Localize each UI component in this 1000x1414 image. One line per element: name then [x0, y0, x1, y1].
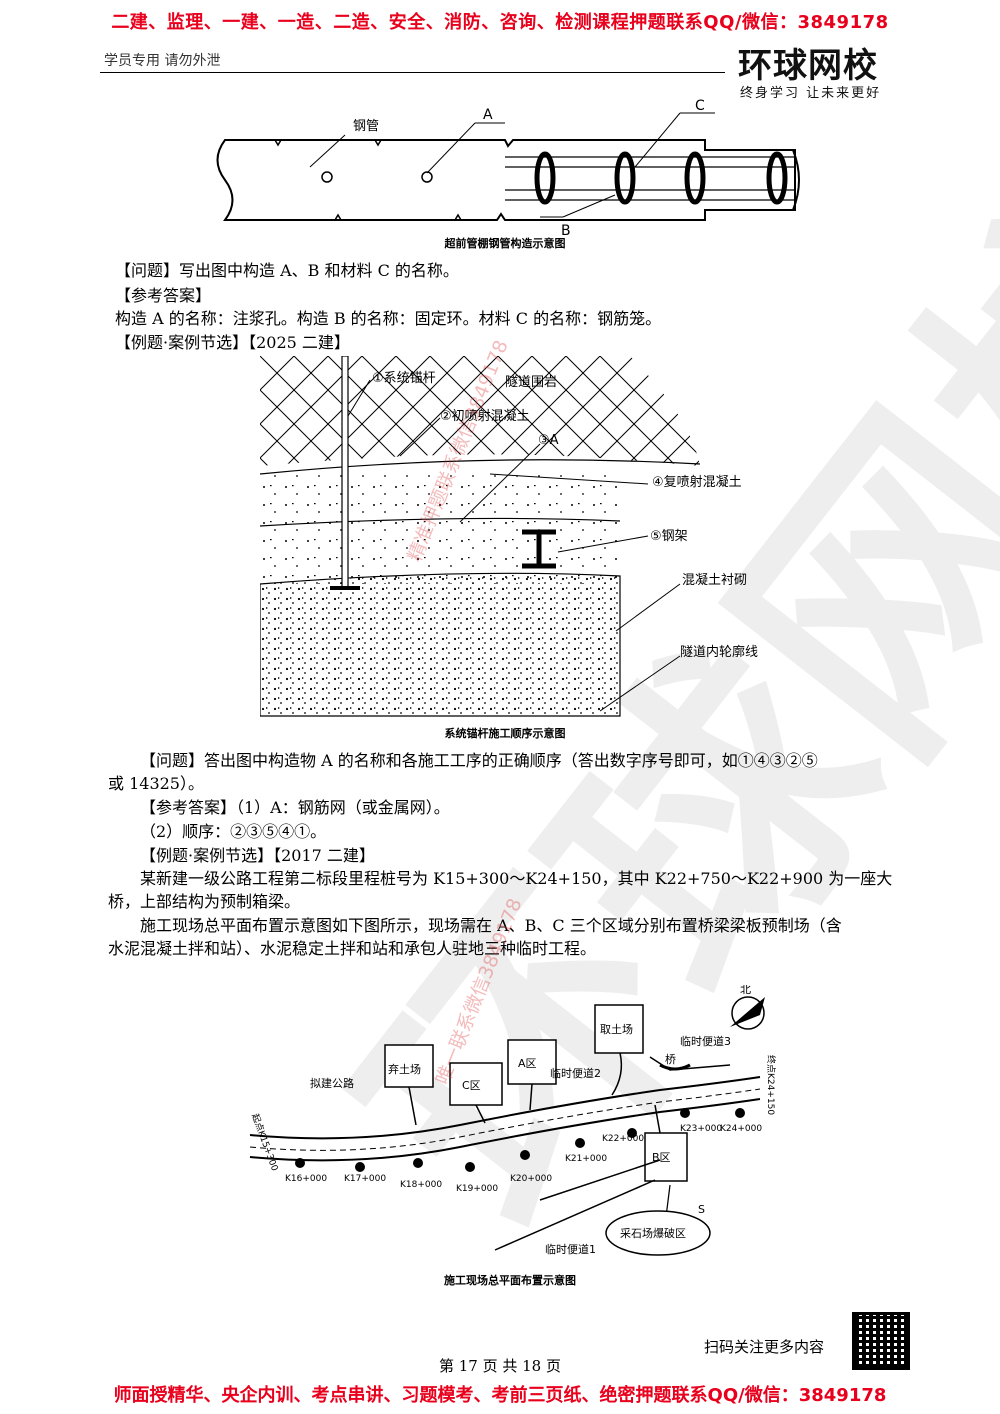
label-zone-c: C区	[462, 1079, 481, 1092]
label-surrounding-rock: 隧道围岩	[505, 374, 557, 390]
label-pipe: 钢管	[353, 119, 379, 134]
label-bridge: 桥	[665, 1053, 676, 1066]
header-note: 学员专用 请勿外泄	[104, 53, 221, 69]
page-number: 第 17 页 共 18 页	[438, 1357, 561, 1375]
label-s: S	[698, 1203, 705, 1216]
label-system-bolt: ①系统锚杆	[372, 371, 436, 386]
q2-question-line2: 或 14325）。	[108, 774, 204, 793]
q1-answer-head: 【参考答案】	[115, 286, 212, 305]
label-a-mesh: ③A	[538, 433, 559, 448]
case3-p1-line1: 某新建一级公路工程第二标段里程桩号为 K15+300～K24+150，其中 K2…	[140, 869, 893, 888]
pipe-structure-figure: 钢管 A C B	[216, 98, 800, 239]
label-a: A	[483, 107, 493, 123]
case3-p2-line1: 施工现场总平面布置示意图如下图所示，现场需在 A、B、C 三个区域分别布置桥梁梁…	[140, 916, 842, 935]
label-temp-road-2: 临时便道2	[550, 1066, 601, 1080]
label-north: 北	[740, 985, 751, 996]
label-zone-b: B区	[652, 1151, 671, 1164]
q2-answer-line1: 【参考答案】（1）A：钢筋网（或金属网）。	[140, 798, 450, 817]
qr-code[interactable]	[852, 1312, 910, 1370]
figure3-caption: 施工现场总平面布置示意图	[444, 1274, 576, 1287]
label-temp-road-3: 临时便道3	[680, 1034, 731, 1048]
example2-head: 【例题·案例节选】【2025 二建】	[115, 333, 350, 352]
label-concrete-lining: 混凝土衬砌	[682, 572, 747, 588]
label-c: C	[695, 98, 705, 114]
brand-slogan: 终身学习 让未来更好	[740, 86, 882, 101]
label-quarry-blasting: 采石场爆破区	[620, 1226, 686, 1240]
example3-head: 【例题·案例节选】【2017 二建】	[140, 846, 375, 865]
label-start-station: 起点K15+300	[249, 1112, 280, 1172]
label-initial-shotcrete: ②初喷射混凝土	[440, 408, 530, 424]
q1-answer: 构造 A 的名称：注浆孔。构造 B 的名称：固定环。材料 C 的名称：钢筋笼。	[115, 309, 662, 328]
label-b: B	[561, 223, 571, 239]
q2-answer-line2: （2）顺序：②③⑤④①。	[140, 822, 327, 841]
label-steel-frame: ⑤钢架	[650, 529, 688, 544]
rock-bolt-figure: ①系统锚杆 隧道围岩 ②初喷射混凝土 ③A ④复喷射混凝土 ⑤钢架 混凝土衬砌 …	[260, 356, 758, 717]
stake-label: K22+000	[602, 1134, 644, 1144]
brand-logo: 环球网校	[738, 46, 878, 86]
label-planned-road: 拟建公路	[310, 1076, 354, 1090]
stake-label: K19+000	[456, 1184, 498, 1194]
label-borrow-pit: 取土场	[600, 1022, 633, 1036]
label-temp-road-1: 临时便道1	[545, 1242, 596, 1256]
stake-label: K17+000	[344, 1174, 386, 1184]
label-zone-a: A区	[518, 1057, 537, 1070]
label-end-station: 终点K24+150	[765, 1055, 777, 1115]
qr-caption: 扫码关注更多内容	[704, 1338, 825, 1356]
q1-question: 【问题】写出图中构造 A、B 和材料 C 的名称。	[115, 261, 459, 280]
top-banner: 二建、监理、一建、一造、二造、安全、消防、咨询、检测课程押题联系QQ/微信：38…	[111, 12, 889, 33]
stake-label: K23+000	[680, 1124, 722, 1134]
stake-label: K16+000	[285, 1174, 327, 1184]
figure2-caption: 系统锚杆施工顺序示意图	[444, 727, 566, 740]
figure1-caption: 超前管棚钢管构造示意图	[444, 237, 566, 250]
label-inner-contour: 隧道内轮廓线	[680, 644, 758, 660]
stake-label: K20+000	[510, 1174, 552, 1184]
bottom-banner: 师面授精华、央企内训、考点串讲、习题模考、考前三页纸、绝密押题联系QQ/微信：3…	[113, 1385, 887, 1406]
header-divider	[100, 72, 725, 73]
case3-p1-line2: 桥，上部结构为预制箱梁。	[108, 892, 301, 911]
q2-question-line1: 【问题】答出图中构造物 A 的名称和各施工工序的正确顺序（答出数字序号即可，如①…	[140, 751, 818, 770]
site-layout-figure: K16+000 K17+000 K18+000 K19+000 K20+000 …	[249, 985, 777, 1256]
stake-label: K21+000	[565, 1154, 607, 1164]
stake-label: K24+000	[720, 1124, 762, 1134]
case3-p2-line2: 水泥混凝土拌和站）、水泥稳定土拌和站和承包人驻地三种临时工程。	[108, 939, 597, 958]
stake-label: K18+000	[400, 1180, 442, 1190]
label-spoil-site: 弃土场	[388, 1062, 421, 1076]
label-second-shotcrete: ④复喷射混凝土	[652, 474, 742, 490]
